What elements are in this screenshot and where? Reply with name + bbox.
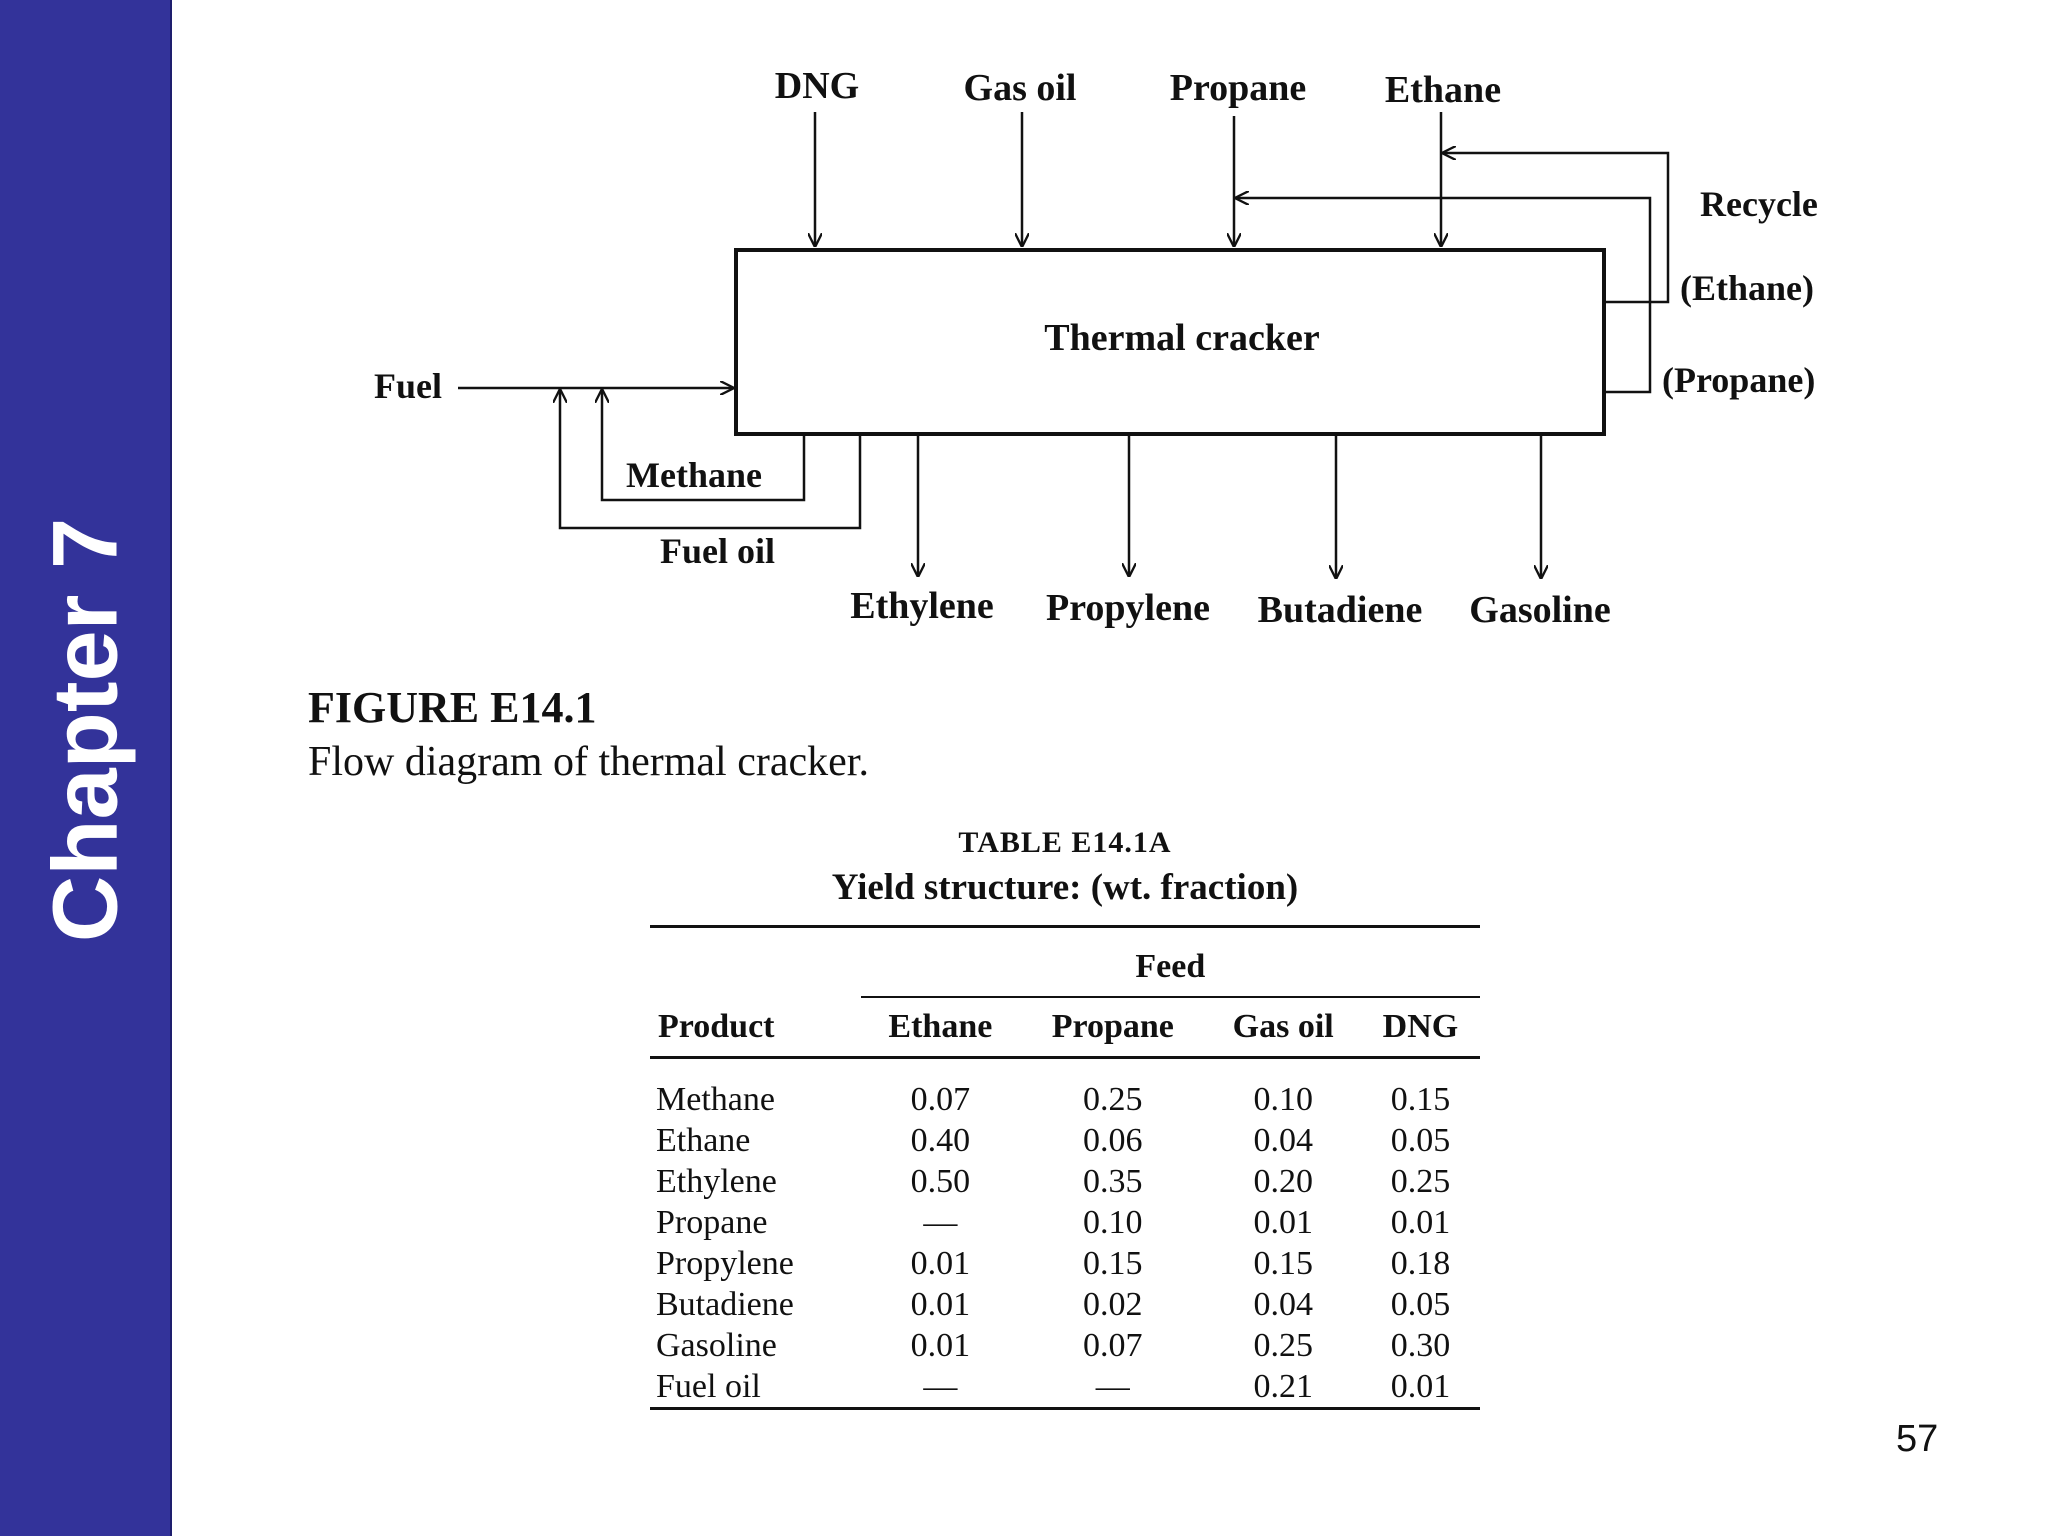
methane-label: Methane — [626, 455, 762, 495]
cell-value: 0.05 — [1390, 1122, 1451, 1159]
table-bottom-rule — [650, 1407, 1480, 1414]
fuel-label: Fuel — [374, 366, 442, 406]
table-corner-cell — [650, 942, 861, 997]
recycle-propane-line — [1236, 198, 1652, 394]
figure-title: FIGURE E14.1 — [308, 683, 597, 732]
row-product: Methane — [656, 1081, 775, 1118]
table-row: Ethane 0.40 0.06 0.04 0.05 — [650, 1120, 1480, 1161]
cell-value: 0.01 — [910, 1327, 971, 1364]
cell-value: 0.40 — [910, 1122, 971, 1159]
product-label-ethylene: Ethylene — [850, 585, 994, 627]
recycle-ethane-label: (Ethane) — [1680, 268, 1814, 308]
feed-label-dng: DNG — [775, 65, 859, 107]
thermal-cracker-box — [734, 248, 1606, 436]
flow-diagram: Thermal cracker DNG Gas oil Propane Etha… — [374, 65, 1818, 631]
column-header-propane: Propane — [1020, 997, 1206, 1059]
row-product: Butadiene — [656, 1286, 794, 1323]
table-row: Methane 0.07 0.25 0.10 0.15 — [650, 1079, 1480, 1120]
table-column-header-row: Product Ethane Propane Gas oil DNG — [650, 997, 1480, 1059]
feed-label-ethane: Ethane — [1385, 69, 1501, 111]
cell-value: 0.50 — [910, 1163, 971, 1200]
fuel-oil-fuel-line — [560, 390, 862, 530]
table-row: Propylene 0.01 0.15 0.15 0.18 — [650, 1243, 1480, 1284]
feed-label-gas-oil: Gas oil — [964, 67, 1077, 109]
cell-value: 0.04 — [1253, 1286, 1313, 1323]
cell-value: 0.15 — [1253, 1245, 1313, 1282]
cell-value: — — [1095, 1368, 1130, 1405]
cell-value: 0.04 — [1253, 1122, 1313, 1159]
row-product: Propylene — [656, 1245, 794, 1282]
cell-value: 0.01 — [1253, 1204, 1313, 1241]
column-header-ethane: Ethane — [860, 997, 1021, 1059]
table-top-rule — [650, 925, 1480, 942]
methane-fuel-line — [602, 390, 806, 502]
chapter-sidebar: Chapter 7 — [0, 0, 172, 1536]
product-column-header: Product — [650, 997, 861, 1059]
cell-value: 0.15 — [1390, 1081, 1451, 1118]
table-row: Ethylene 0.50 0.35 0.20 0.25 — [650, 1161, 1480, 1202]
table-row: Butadiene 0.01 0.02 0.04 0.05 — [650, 1284, 1480, 1325]
table-label: TABLE E14.1A — [958, 826, 1172, 859]
yield-table-block: TABLE E14.1A Yield structure: (wt. fract… — [650, 826, 1480, 1414]
figure-caption: Flow diagram of thermal cracker. — [308, 739, 869, 785]
cell-value: 0.35 — [1083, 1163, 1143, 1200]
cell-value: 0.07 — [1083, 1327, 1143, 1364]
cell-value: 0.30 — [1390, 1327, 1451, 1364]
cell-value: — — [923, 1368, 958, 1405]
feed-label-propane: Propane — [1170, 67, 1307, 109]
table-row: Gasoline 0.01 0.07 0.25 0.30 — [650, 1325, 1480, 1366]
yield-table: Feed Product Ethane Propane Gas oil DNG … — [650, 925, 1480, 1414]
cell-value: 0.20 — [1253, 1163, 1313, 1200]
row-product: Ethylene — [656, 1163, 777, 1200]
feed-group-header: Feed — [860, 942, 1480, 998]
cell-value: 0.10 — [1083, 1204, 1143, 1241]
thermal-cracker-label: Thermal cracker — [1044, 317, 1320, 359]
table-row: Propane — 0.10 0.01 0.01 — [650, 1202, 1480, 1243]
table-title: Yield structure: (wt. fraction) — [831, 867, 1299, 908]
recycle-propane-label: (Propane) — [1662, 360, 1815, 400]
cell-value: 0.01 — [1390, 1368, 1451, 1405]
table-spacer — [650, 1058, 1480, 1080]
recycle-label: Recycle — [1700, 184, 1818, 224]
cell-value: 0.07 — [910, 1081, 971, 1118]
product-label-propylene: Propylene — [1046, 587, 1210, 629]
cell-value: 0.15 — [1083, 1245, 1143, 1282]
column-header-gas-oil: Gas oil — [1205, 997, 1361, 1059]
product-label-butadiene: Butadiene — [1258, 589, 1423, 631]
cell-value: 0.06 — [1083, 1122, 1143, 1159]
page-number: 57 — [1896, 1418, 1939, 1460]
cell-value: 0.25 — [1253, 1327, 1313, 1364]
cell-value: 0.01 — [910, 1286, 971, 1323]
row-product: Gasoline — [656, 1327, 777, 1364]
cell-value: 0.02 — [1083, 1286, 1143, 1323]
cell-value: 0.05 — [1390, 1286, 1451, 1323]
cell-value: — — [923, 1204, 958, 1241]
fuel-oil-label: Fuel oil — [660, 531, 775, 571]
row-product: Ethane — [656, 1122, 751, 1159]
recycle-ethane-line — [1443, 153, 1670, 304]
cell-value: 0.01 — [910, 1245, 971, 1282]
row-product: Fuel oil — [656, 1368, 761, 1405]
cell-value: 0.25 — [1083, 1081, 1143, 1118]
table-group-header-row: Feed — [650, 942, 1480, 998]
cell-value: 0.18 — [1390, 1245, 1451, 1282]
cell-value: 0.21 — [1253, 1368, 1313, 1405]
cell-value: 0.10 — [1253, 1081, 1313, 1118]
product-label-gasoline: Gasoline — [1469, 589, 1610, 631]
column-header-dng: DNG — [1360, 997, 1480, 1059]
cell-value: 0.25 — [1390, 1163, 1451, 1200]
table-row: Fuel oil — — 0.21 0.01 — [650, 1366, 1480, 1409]
row-product: Propane — [656, 1204, 768, 1241]
cell-value: 0.01 — [1390, 1204, 1451, 1241]
